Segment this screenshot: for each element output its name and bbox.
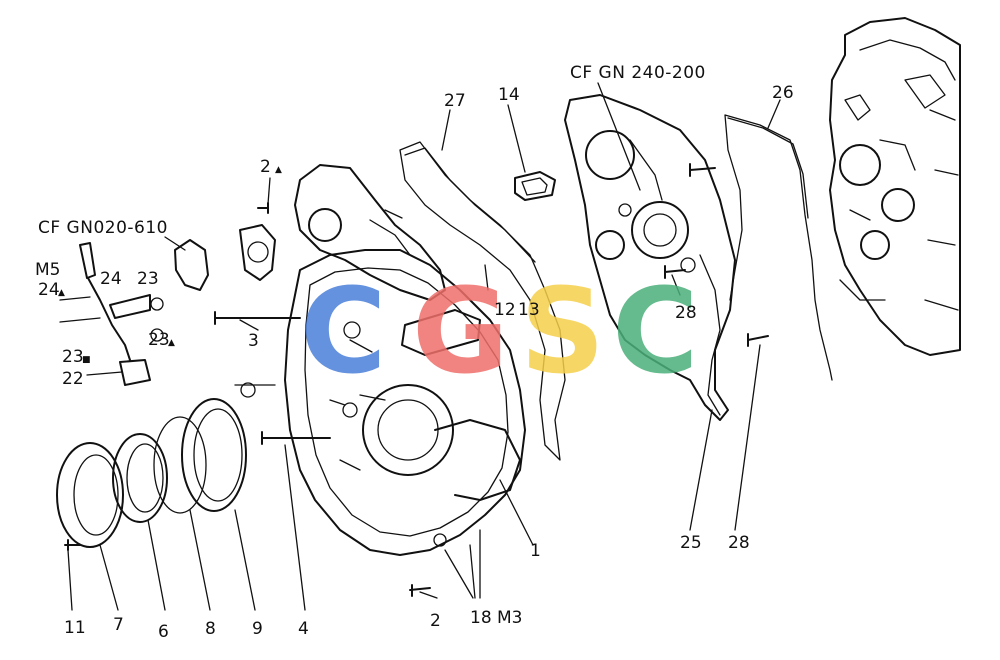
label-18: 18 (470, 608, 492, 628)
label-23a: 23 (148, 330, 170, 350)
label-28-upper: 28 (675, 303, 697, 323)
label-4: 4 (298, 619, 309, 639)
engine-block (829, 17, 961, 356)
label-m5: M5 (35, 260, 60, 280)
label-22: 22 (62, 369, 84, 389)
gasket-25 (699, 254, 721, 416)
watermark: C G S C (300, 262, 699, 400)
label-9: 9 (252, 619, 263, 639)
upper-housing (294, 164, 446, 301)
label-24a: 24 (38, 280, 60, 300)
bolts (64, 163, 769, 597)
watermark-letter-c2: C (612, 262, 699, 400)
label-m3: M3 (497, 608, 522, 628)
label-24a-marker: ▲ (58, 288, 65, 298)
small-cover-plate (174, 224, 276, 291)
label-8: 8 (205, 619, 216, 639)
label-6: 6 (158, 622, 169, 642)
ring-seals (56, 398, 247, 548)
label-24-upper: 24 (100, 269, 122, 289)
leader-lines (67, 82, 781, 611)
label-23a-marker: ▲ (168, 338, 175, 348)
gasket-26 (724, 114, 833, 381)
watermark-letter-s: S (520, 262, 605, 400)
label-23b: 23 (62, 347, 84, 367)
watermark-letter-g: G (412, 262, 509, 400)
label-26: 26 (772, 83, 794, 103)
label-12: 12 (494, 300, 516, 320)
timing-plate (564, 94, 736, 421)
label-14: 14 (498, 85, 520, 105)
label-2-top-marker: ▲ (275, 165, 282, 175)
label-23b-marker: ■ (82, 355, 91, 365)
reference-label-top-right: CF GN 240-200 (570, 63, 706, 83)
watermark-letter-c1: C (300, 262, 387, 400)
gasket-14 (514, 171, 556, 201)
label-1: 1 (530, 541, 541, 561)
sensor-assembly (59, 242, 164, 386)
label-25: 25 (680, 533, 702, 553)
label-28-lower: 28 (728, 533, 750, 553)
label-2-bottom: 2 (430, 611, 441, 631)
front-cover-housing (284, 249, 526, 556)
label-7: 7 (113, 615, 124, 635)
label-3: 3 (248, 331, 259, 351)
seal-13 (401, 309, 481, 356)
reference-label-left: CF GN020-610 (38, 218, 168, 238)
label-13: 13 (518, 300, 540, 320)
label-11: 11 (64, 618, 86, 638)
label-27: 27 (444, 91, 466, 111)
label-23-upper: 23 (137, 269, 159, 289)
label-2-top: 2 (260, 157, 271, 177)
